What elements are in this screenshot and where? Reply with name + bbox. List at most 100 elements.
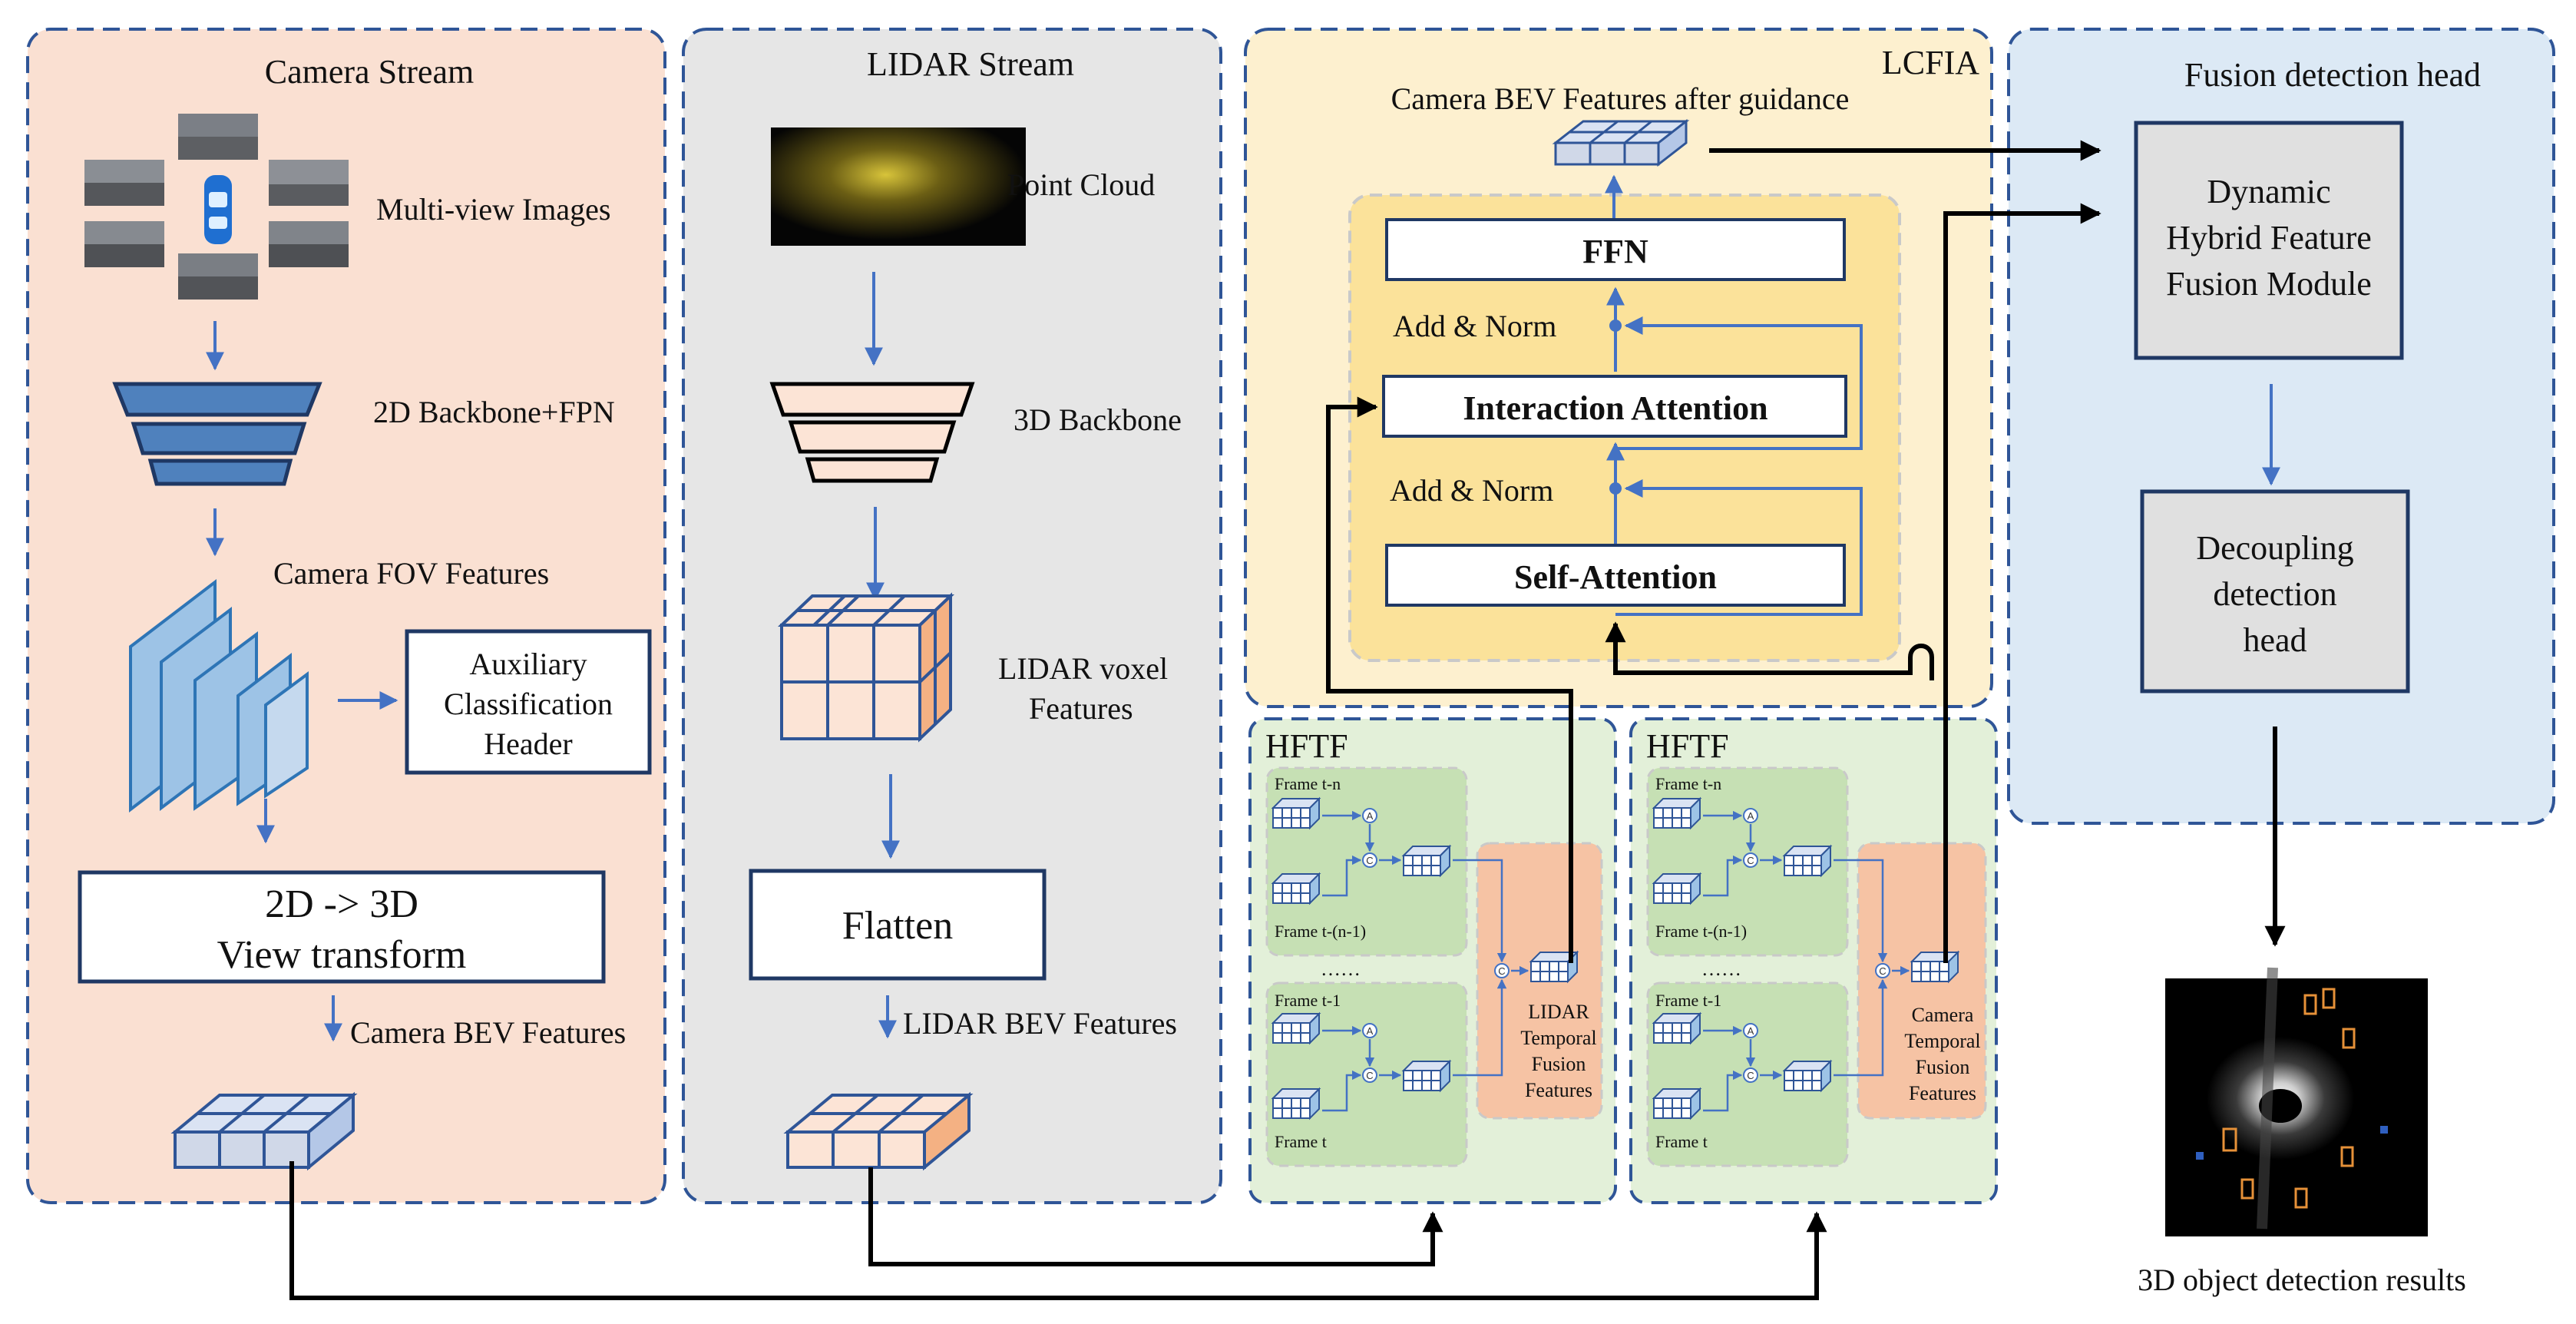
hftf-camera-frame-t1: Frame t-1 [1655, 991, 1721, 1010]
hftf-lidar-upper-add-op: A [1362, 808, 1377, 823]
decoupling-line1: Decoupling [2196, 529, 2353, 567]
flatten-box [749, 869, 1047, 981]
hftf-camera-lower-fused-cube [1782, 1059, 1833, 1093]
flatten-label: Flatten [842, 904, 953, 948]
hftf-camera-upper-prev-cube [1652, 796, 1702, 830]
hftf-lidar-lower-add-op: A [1362, 1023, 1377, 1038]
lidar-bev-label: LIDAR BEV Features [903, 1006, 1177, 1041]
view-transform-box [78, 870, 606, 984]
guided-camera-bev-features [1552, 118, 1690, 167]
camera-bev-label: Camera BEV Features [350, 1015, 626, 1050]
hftf-camera-lower-add-op: A [1743, 1023, 1758, 1038]
camera-bev-features [170, 1091, 358, 1171]
hftf-camera-title: HFTF [1646, 727, 1729, 765]
camera-stream-title: Camera Stream [265, 53, 474, 91]
backbone-3d-label: 3D Backbone [1014, 402, 1182, 437]
decoupling-line3: head [2243, 621, 2306, 659]
hftf-camera-upper-curr-cube [1652, 872, 1702, 905]
svg-text:A: A [1748, 810, 1754, 822]
hftf-lidar-ellipsis: …… [1321, 958, 1361, 980]
hftf-lidar-result-4: Features [1525, 1079, 1592, 1101]
backbone-2d-label: 2D Backbone+FPN [373, 395, 615, 429]
aux-classification-header [405, 629, 652, 775]
ffn-label: FFN [1582, 233, 1648, 270]
aux-header-line1: Auxiliary [469, 647, 587, 681]
point-cloud-image [771, 127, 1026, 246]
svg-text:A: A [1367, 1025, 1374, 1037]
hftf-lidar-title: HFTF [1265, 727, 1348, 765]
hftf-lidar-result-2: Temporal [1520, 1027, 1596, 1049]
fov-label: Camera FOV Features [273, 556, 549, 591]
point-cloud-label: Point Cloud [1007, 167, 1155, 202]
hftf-camera-frame-tn1: Frame t-(n-1) [1655, 922, 1747, 941]
multiview-label: Multi-view Images [376, 192, 611, 227]
lcfia-title: LCFIA [1882, 44, 1979, 81]
hftf-lidar-frame-tn1: Frame t-(n-1) [1275, 922, 1366, 941]
view-transform-line1: 2D -> 3D [265, 882, 418, 926]
hftf-lidar-result-1: LIDAR [1528, 1001, 1589, 1023]
lcfia-output-label: Camera BEV Features after guidance [1391, 81, 1850, 116]
interaction-attention-label: Interaction Attention [1463, 389, 1767, 427]
hftf-camera-result-3: Fusion [1916, 1056, 1970, 1078]
hftf-lidar-frame-t: Frame t [1275, 1132, 1327, 1151]
car-icon [204, 175, 232, 244]
hftf-camera-temporal-fusion-cube [1910, 950, 1960, 984]
backbone-3d [769, 382, 975, 483]
camera-stream-panel: Camera Stream Multi-view Images [26, 28, 666, 1204]
hftf-camera-lower-concat-op: C [1743, 1067, 1758, 1083]
fov-feature-stack [129, 578, 309, 813]
hftf-camera-result-1: Camera [1912, 1004, 1974, 1026]
hftf-camera-frame-tn: Frame t-n [1655, 774, 1721, 793]
hftf-lidar-final-concat-op: C [1494, 963, 1510, 978]
hftf-camera-upper-add-op: A [1743, 808, 1758, 823]
hftf-lidar-lower-curr-cube [1271, 1087, 1321, 1120]
svg-text:C: C [1747, 1070, 1754, 1081]
svg-text:C: C [1366, 1070, 1373, 1081]
add-norm-2-label: Add & Norm [1390, 473, 1553, 508]
backbone-2d [112, 382, 322, 486]
hftf-lidar-lower-prev-cube [1271, 1011, 1321, 1045]
hftf-camera-upper-concat-op: C [1743, 852, 1758, 868]
hftf-camera-result-2: Temporal [1904, 1030, 1980, 1052]
add-norm-1-label: Add & Norm [1393, 309, 1556, 343]
ffn-box [1385, 218, 1846, 281]
decoupling-line2: detection [2213, 575, 2336, 613]
fusion-head-title: Fusion detection head [2184, 56, 2481, 94]
lidar-stream-panel: LIDAR Stream Point Cloud 3D Backbone L [682, 28, 1222, 1204]
voxel-label-line1: LIDAR voxel [998, 651, 1168, 686]
hftf-lidar-frame-t1: Frame t-1 [1275, 991, 1341, 1010]
dhffm-box [2134, 121, 2404, 360]
multiview-images [84, 114, 349, 300]
lidar-bev-features [783, 1091, 974, 1171]
svg-text:C: C [1879, 965, 1886, 977]
hftf-lidar-upper-prev-cube [1271, 796, 1321, 830]
hftf-camera-upper-fused-cube [1782, 844, 1833, 878]
hftf-camera-ellipsis: …… [1701, 958, 1741, 980]
aux-header-line3: Header [484, 727, 572, 761]
self-attention-box [1385, 544, 1846, 607]
hftf-camera-lower-curr-cube [1652, 1087, 1702, 1120]
fusion-head-panel: Fusion detection head Dynamic Hybrid Fea… [2007, 28, 2555, 825]
hftf-lidar-lower-concat-op: C [1362, 1067, 1377, 1083]
hftf-camera-frame-t: Frame t [1655, 1132, 1708, 1151]
hftf-lidar-frame-tn: Frame t-n [1275, 774, 1341, 793]
view-transform-line2: View transform [217, 933, 467, 977]
dhffm-line1: Dynamic [2207, 173, 2330, 210]
hftf-camera-result-4: Features [1909, 1082, 1976, 1104]
svg-text:C: C [1747, 855, 1754, 866]
detection-result-image [2165, 967, 2428, 1236]
hftf-lidar-upper-curr-cube [1271, 872, 1321, 905]
aux-header-line2: Classification [444, 687, 613, 721]
hftf-lidar-upper-concat-op: C [1362, 852, 1377, 868]
hftf-lidar-upper-fused-cube [1401, 844, 1452, 878]
dhffm-line2: Hybrid Feature [2166, 219, 2372, 257]
svg-text:C: C [1498, 965, 1505, 977]
hftf-camera-panel: HFTF Frame t-n Frame t-(n-1) …… Frame t-… [1629, 717, 1998, 1204]
voxel-label-line2: Features [1029, 691, 1133, 726]
hftf-lidar-result-3: Fusion [1532, 1053, 1586, 1075]
lidar-stream-title: LIDAR Stream [867, 45, 1074, 83]
lidar-voxel-cube [777, 592, 955, 743]
hftf-camera-lower-prev-cube [1652, 1011, 1702, 1045]
connector-arrows [289, 140, 2101, 1300]
hftf-lidar-temporal-fusion-cube [1529, 950, 1579, 984]
